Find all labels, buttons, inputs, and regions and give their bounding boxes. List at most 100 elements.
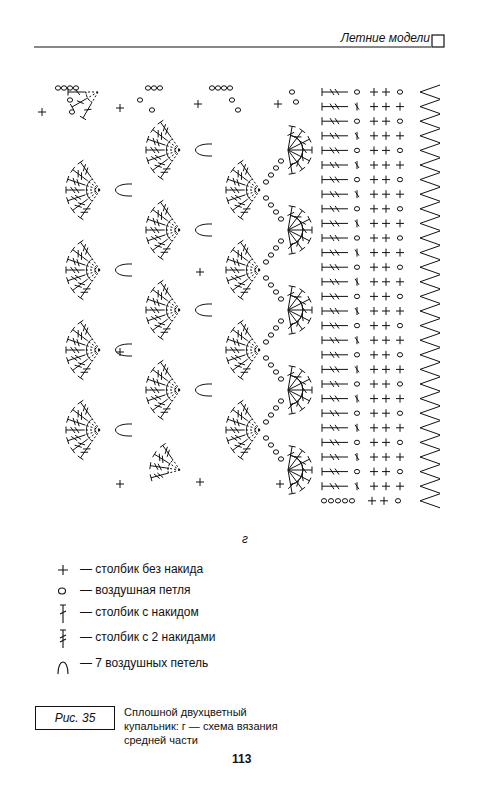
stitch-line <box>83 324 85 331</box>
stitch-line <box>330 352 334 358</box>
zigzag-stitch <box>420 465 440 479</box>
stitch-line <box>151 307 155 313</box>
stitch-line <box>312 387 313 394</box>
stitch-line <box>335 308 339 314</box>
stitch-line <box>240 402 251 417</box>
stitch-line <box>288 390 309 401</box>
stitch-line <box>147 216 149 223</box>
zigzag-stitch <box>420 333 440 347</box>
stitch-line <box>238 410 239 417</box>
zigzag-stitch <box>420 246 440 260</box>
zigzag-stitch <box>420 406 440 420</box>
stitch-line <box>162 456 164 463</box>
stitch-line <box>235 435 241 439</box>
stitch-line <box>165 150 180 155</box>
stitch-line <box>233 338 235 345</box>
stitch-line <box>88 341 100 350</box>
stitch-line <box>386 336 387 344</box>
zigzag-stitch <box>420 348 440 362</box>
stitch-line <box>68 92 85 93</box>
stitch-line <box>161 252 168 253</box>
stitch-line <box>238 240 244 244</box>
stitch-line <box>235 347 239 353</box>
stitch-line <box>355 191 359 197</box>
stitch-line <box>322 176 323 184</box>
chain-stitch <box>268 413 273 417</box>
chain-stitch <box>397 294 402 298</box>
stitch-line <box>335 133 339 139</box>
figure-number: Рис. 35 <box>55 711 96 725</box>
stitch-line <box>75 285 82 287</box>
stitch-line <box>322 438 323 446</box>
stitch-line <box>322 132 323 140</box>
chain-stitch <box>321 499 326 503</box>
stitch-line <box>330 293 334 299</box>
stitch-line <box>83 448 90 449</box>
stitch-line <box>155 245 162 247</box>
stitch-line <box>300 449 306 453</box>
stitch-line <box>335 337 339 343</box>
stitch-line <box>75 205 82 207</box>
stitch-line <box>322 486 348 487</box>
zigzag-stitch <box>420 100 440 114</box>
stitch-line <box>355 337 359 343</box>
stitch-line <box>322 106 348 107</box>
stitch-line <box>227 176 229 183</box>
stitch-line <box>83 208 90 209</box>
stitch-line <box>86 168 88 175</box>
chain-stitch <box>328 499 333 503</box>
stitch-line <box>158 163 165 165</box>
stitch-line <box>67 197 69 204</box>
stitch-line <box>400 453 401 461</box>
stitch-line <box>147 296 149 303</box>
zigzag-stitch <box>420 216 440 230</box>
stitch-line <box>168 381 180 390</box>
stitch-line <box>400 278 401 286</box>
stitch-line <box>83 368 90 369</box>
stitch-line <box>160 362 171 377</box>
stitch-line <box>78 250 79 257</box>
stitch-line <box>335 235 339 241</box>
fan-arc <box>86 179 92 201</box>
stitch-line <box>322 292 323 300</box>
chain-stitch <box>263 356 268 360</box>
stitch-line <box>386 146 387 154</box>
stitch-line <box>386 409 387 417</box>
stitch-line <box>288 470 312 471</box>
stitch-line <box>355 162 359 168</box>
stitch-line <box>85 350 100 351</box>
stitch-line <box>322 281 348 282</box>
stitch-line <box>91 417 100 430</box>
stitch-line <box>148 395 166 401</box>
stitch-line <box>78 410 79 417</box>
stitch-line <box>300 129 306 133</box>
stitch-line <box>86 92 98 99</box>
stitch-line <box>167 450 169 457</box>
chain-stitch <box>354 265 359 269</box>
stitch-line <box>153 451 157 457</box>
stitch-line <box>77 339 79 346</box>
chain-stitch <box>278 217 283 221</box>
stitch-line <box>289 286 296 287</box>
stitch-line <box>374 336 375 344</box>
stitch-line <box>86 408 88 415</box>
stitch-line <box>240 283 251 298</box>
stitch-line <box>73 330 88 341</box>
stitch-line <box>75 275 81 279</box>
stitch-line <box>226 430 245 431</box>
stitch-line <box>245 430 260 431</box>
stitch-line <box>241 172 242 179</box>
stitch-line <box>161 412 168 413</box>
stitch-line <box>241 452 248 453</box>
stitch-line <box>288 131 302 150</box>
stitch-line <box>146 150 165 151</box>
stitch-line <box>245 270 260 271</box>
stitch-line <box>163 124 165 131</box>
stitch-line <box>245 190 260 195</box>
stitch-line <box>322 179 348 180</box>
stitch-line <box>386 307 387 315</box>
stitch-line <box>154 474 160 479</box>
stitch-line <box>77 259 79 266</box>
stitch-line <box>73 439 88 450</box>
